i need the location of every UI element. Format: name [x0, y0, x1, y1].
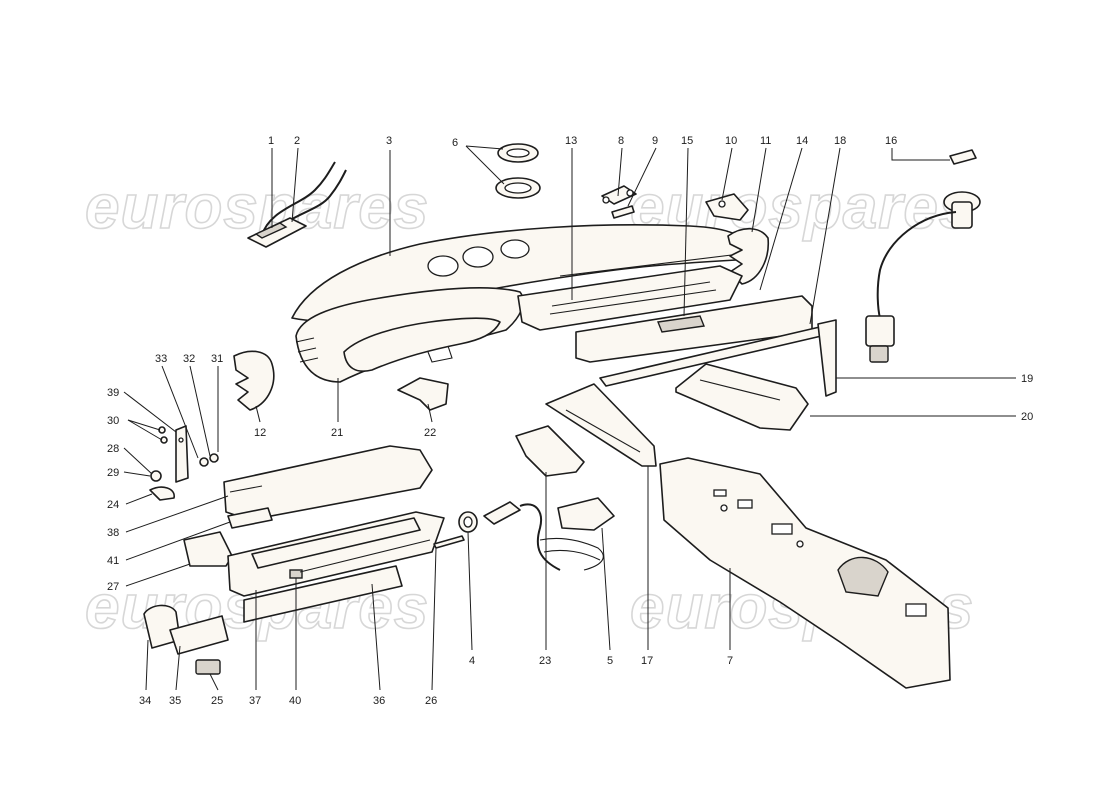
callout-29: 29	[107, 467, 119, 479]
part-cigar-lighter	[483, 497, 615, 571]
callout-16: 16	[885, 135, 897, 147]
part-latch	[705, 193, 749, 221]
callout-2: 2	[294, 135, 300, 147]
part-switch-assembly	[247, 161, 347, 248]
part-tray	[675, 363, 809, 431]
callout-14: 14	[796, 135, 808, 147]
callout-15: 15	[681, 135, 693, 147]
callout-27: 27	[107, 581, 119, 593]
callout-11: 11	[760, 135, 771, 147]
callout-19: 19	[1021, 373, 1033, 385]
part-end-cap-right	[727, 227, 769, 285]
part-ignition-switch	[865, 149, 981, 363]
callout-8: 8	[618, 135, 624, 147]
part-clip	[227, 507, 273, 529]
callout-labels: 1 2 3 6 13 8 9 15 10 11 14 18 16 19 20 2…	[107, 135, 1033, 707]
part-small-bracket	[397, 377, 449, 411]
watermark-top-left: eurospares	[85, 173, 429, 242]
callout-26: 26	[425, 695, 437, 707]
part-vents	[143, 604, 229, 675]
part-lower-bar	[599, 319, 837, 397]
part-end-plate	[183, 531, 233, 567]
part-console-lid	[223, 445, 433, 521]
callout-17: 17	[641, 655, 653, 667]
part-center-panel	[517, 265, 743, 331]
part-trim-rings	[495, 143, 541, 199]
callout-24: 24	[107, 499, 119, 511]
callout-32: 32	[183, 353, 195, 365]
callout-38: 38	[107, 527, 119, 539]
callout-9: 9	[652, 135, 658, 147]
part-center-console	[659, 457, 951, 689]
part-console-box	[227, 511, 445, 597]
callout-1: 1	[268, 135, 274, 147]
callout-5: 5	[607, 655, 613, 667]
part-tunnel-cover	[545, 383, 657, 467]
callout-4: 4	[469, 655, 475, 667]
callout-23: 23	[539, 655, 551, 667]
callout-7: 7	[727, 655, 733, 667]
part-instrument-binnacle	[295, 286, 524, 383]
part-end-cap-left	[233, 350, 275, 411]
callout-3: 3	[386, 135, 392, 147]
callout-25: 25	[211, 695, 223, 707]
callout-39: 39	[107, 387, 119, 399]
part-fasteners-group	[149, 425, 219, 501]
callout-35: 35	[169, 695, 181, 707]
callout-28: 28	[107, 443, 119, 455]
callout-13: 13	[565, 135, 577, 147]
callout-20: 20	[1021, 411, 1033, 423]
callout-40: 40	[289, 695, 301, 707]
part-rod	[433, 535, 465, 549]
callout-41: 41	[107, 555, 119, 567]
callout-22: 22	[424, 427, 436, 439]
callout-31: 31	[211, 353, 223, 365]
callout-21: 21	[331, 427, 343, 439]
callout-6: 6	[452, 137, 458, 149]
callout-12: 12	[254, 427, 266, 439]
callout-37: 37	[249, 695, 261, 707]
part-socket	[458, 511, 478, 533]
part-brackets-8-9	[601, 185, 637, 219]
callout-18: 18	[834, 135, 846, 147]
part-bracket-23	[515, 425, 585, 477]
part-lower-panel	[243, 565, 403, 623]
callout-30: 30	[107, 415, 119, 427]
callout-33: 33	[155, 353, 167, 365]
callout-36: 36	[373, 695, 385, 707]
leader-lines	[123, 145, 1016, 691]
callout-34: 34	[139, 695, 151, 707]
callout-10: 10	[725, 135, 737, 147]
